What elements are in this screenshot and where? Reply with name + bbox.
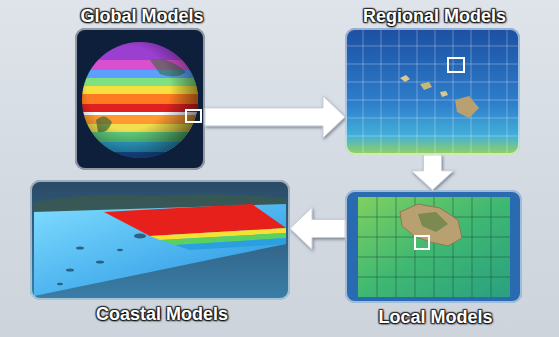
coastal-model-panel: Coastal Models [30, 180, 290, 300]
global-model-panel: Global Models [75, 28, 205, 170]
regional-model-panel: Regional Models [345, 28, 520, 155]
coastal-panel [30, 180, 290, 300]
panel-title: Global Models [80, 5, 203, 27]
local-panel [345, 190, 522, 303]
panel-title: Local Models [378, 306, 492, 328]
local-model-panel: Local Models [345, 190, 522, 303]
panel-title: Regional Models [363, 5, 506, 27]
flow-arrow [412, 155, 454, 190]
global-panel [75, 28, 205, 170]
regional-panel [345, 28, 520, 155]
flow-arrow [290, 208, 345, 250]
panel-title: Coastal Models [96, 303, 228, 325]
flow-arrow [205, 96, 345, 138]
